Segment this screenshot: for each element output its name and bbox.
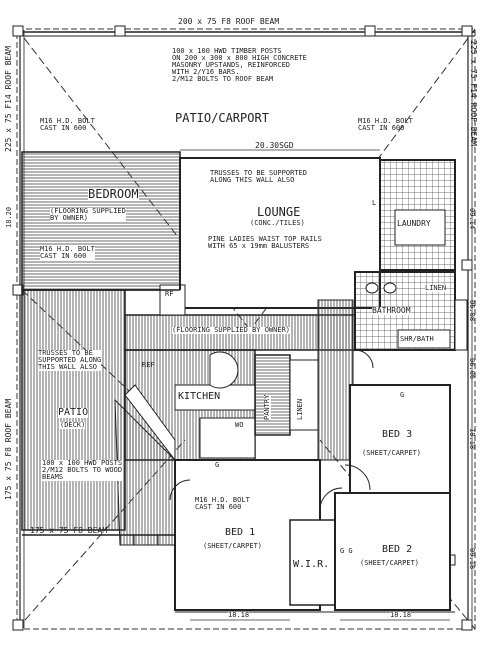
shr-bath-label: SHR/BATH (400, 335, 434, 343)
posts-note: 100 x 100 HWD TIMBER POSTS ON 200 x 300 … (172, 47, 307, 83)
bed2-label: BED 2 (382, 544, 413, 555)
laundry-label: LAUNDRY (397, 219, 431, 228)
roof-beam-left-bottom-label: 175 x 75 F8 ROOF BEAM (4, 398, 13, 500)
wo-label: WO (235, 421, 244, 429)
bolt-bottom-note: M16 H.D. BOLT CAST IN 600 (195, 496, 250, 511)
patio-label: PATIO (58, 407, 89, 418)
dim-0918-label: 09.18 (468, 548, 476, 570)
bed3-label: BED 3 (382, 429, 413, 440)
flooring-hall-label: (FLOORING SUPPLIED BY OWNER) (172, 326, 291, 334)
bolt-right-note: M16 H.D. BOLT CAST IN 600 (358, 117, 413, 132)
rf-mark: RF (165, 290, 174, 298)
ref-mark: REF (142, 361, 155, 369)
flooring-owner-note: (FLOORING SUPPLIED BY OWNER) (50, 207, 126, 222)
roof-outline (16, 28, 476, 630)
posts-patio-note: 100 x 100 HWD POSTS 2/M12 BOLTS TO WOOD … (42, 459, 123, 481)
lounge-finish-label: (CONC./TILES) (250, 219, 305, 227)
span-top-label: 20.30SGD (255, 141, 294, 150)
bed1-finish-label: (SHEET/CARPET) (203, 542, 263, 550)
lounge-label: LOUNGE (257, 205, 301, 219)
dimension-lines (180, 149, 450, 621)
bed2-finish-label: (SHEET/CARPET) (360, 559, 420, 567)
roof-beam-left-top-label: 225 x 75 F14 ROOF BEAM (4, 46, 13, 152)
trusses-note: TRUSSES TO BE SUPPORTED ALONG THIS WALL … (210, 169, 307, 184)
bedroom-label: BEDROOM (88, 187, 139, 201)
roof-beam-right-top-label: 225 x 75 F14 ROOF BEAM (469, 40, 478, 146)
dim-0606-label: 06.06 (468, 358, 476, 380)
lounge-room (179, 157, 381, 309)
dim-0608-label: 06.08 (468, 300, 476, 322)
dim-1820-label: 18.20 (5, 206, 13, 228)
dim-1818-right-label: 18.18 (468, 428, 476, 450)
rails-note: PINE LADIES WAIST TOP RAILS WITH 65 x 19… (208, 235, 322, 250)
linen-room (289, 359, 319, 431)
wir-label: W.I.R. (293, 559, 330, 570)
hall-vertical (317, 299, 354, 461)
gg-mark: G G (340, 547, 353, 555)
g-mark-bed3: G (400, 391, 405, 399)
roof-beam-bottom-label: 175 x 75 F8 BEAM (30, 526, 108, 535)
bed3-finish-label: (SHEET/CARPET) (362, 449, 422, 457)
linen-hall-label: LINEN (296, 398, 304, 420)
bathroom-label: BATHROOM (372, 306, 411, 315)
laundry-mark: L (372, 199, 377, 207)
bed2-room (334, 492, 451, 611)
linen-label: LINEN (425, 284, 447, 292)
patio-carport-label: PATIO/CARPORT (175, 111, 269, 125)
pantry-room (254, 354, 291, 436)
kitchen-label: KITCHEN (178, 391, 221, 402)
dim-1818-bottom-b-label: 18.18 (390, 611, 412, 619)
wir-room (289, 519, 336, 606)
bed1-label: BED 1 (225, 527, 256, 538)
trusses-patio-note: TRUSSES TO BE SUPPORTED ALONG THIS WALL … (38, 349, 102, 371)
bolt-left-mid-note: M16 H.D. BOLT CAST IN 600 (40, 245, 95, 260)
roof-beam-top-label: 200 x 75 F8 ROOF BEAM (178, 17, 280, 26)
dim-0914-label: 09.14 (468, 208, 476, 230)
patio-finish-label: (DECK) (60, 421, 86, 429)
g-mark-kitchen: G (215, 461, 220, 469)
dim-1818-bottom-a-label: 18.18 (228, 611, 250, 619)
bolt-left-note: M16 H.D. BOLT CAST IN 600 (40, 117, 95, 132)
pantry-label: PANTRY (263, 394, 271, 420)
